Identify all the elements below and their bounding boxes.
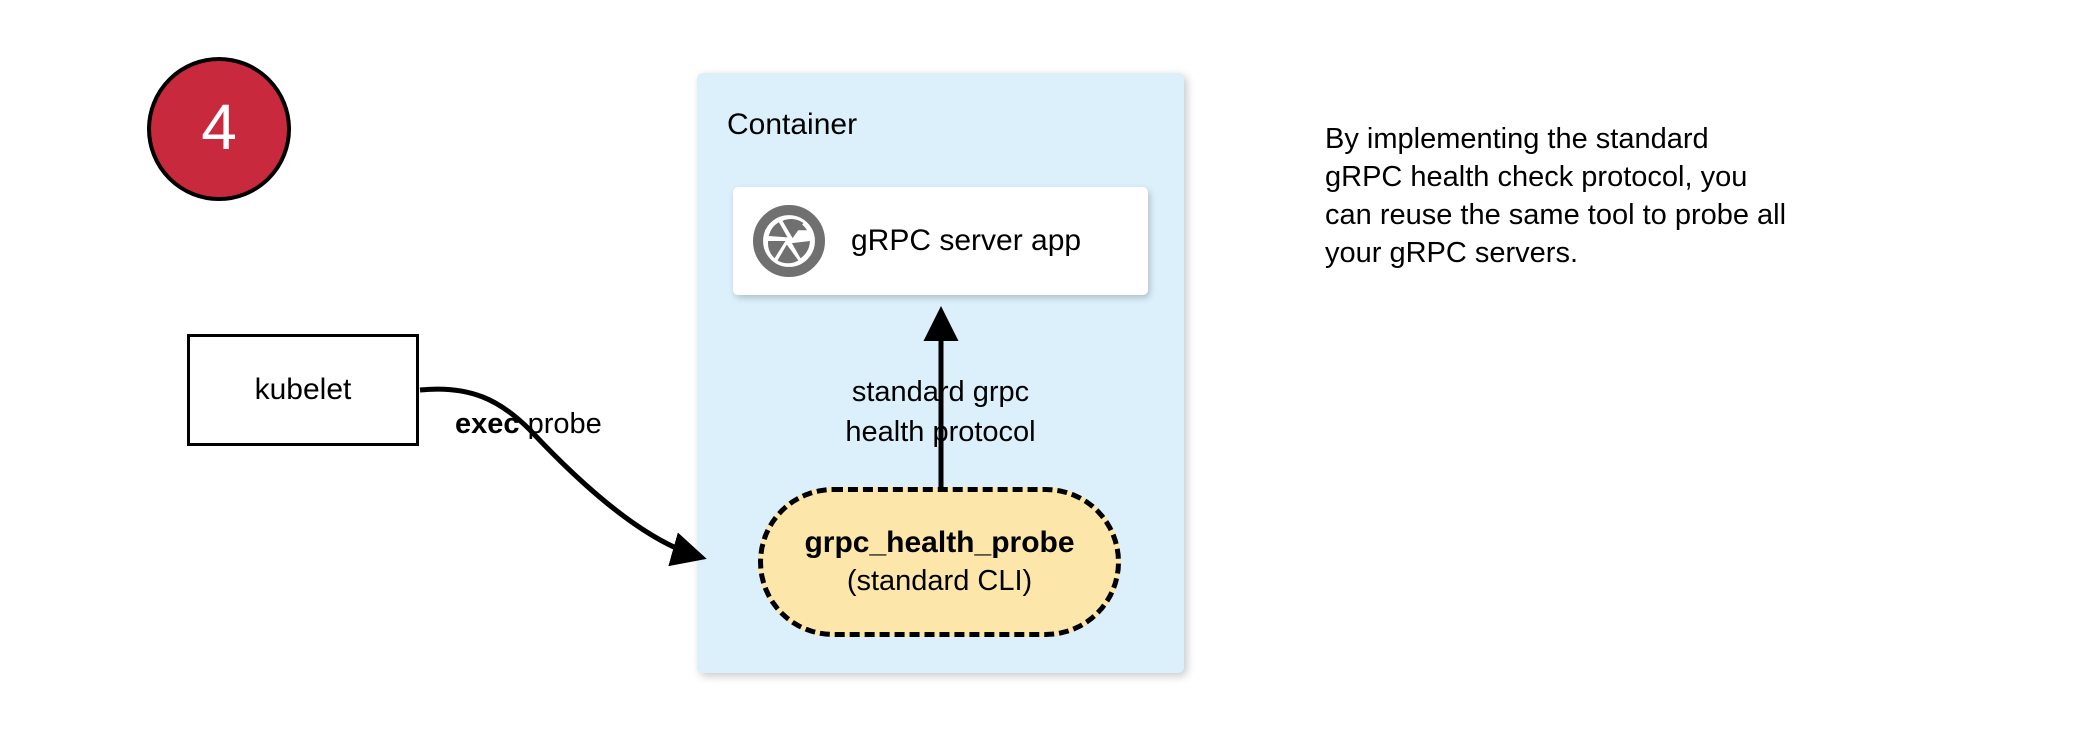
- health-protocol-edge-label: standard grpc health protocol: [697, 372, 1184, 452]
- grpc-health-probe-title: grpc_health_probe: [804, 526, 1075, 559]
- health-protocol-line-2: health protocol: [845, 416, 1036, 448]
- annotation-text: By implementing the standard gRPC health…: [1325, 120, 1925, 272]
- health-protocol-line-1: standard grpc: [851, 376, 1030, 408]
- grpc-server-app-card: gRPC server app: [733, 187, 1148, 295]
- annotation-line-3: can reuse the same tool to probe all: [1325, 199, 1787, 231]
- grpc-health-probe-node: grpc_health_probe (standard CLI): [758, 487, 1121, 637]
- annotation-line-1: By implementing the standard: [1325, 123, 1709, 155]
- kubelet-label: kubelet: [254, 373, 352, 406]
- exec-probe-keyword: exec: [455, 408, 520, 440]
- annotation-line-4: your gRPC servers.: [1325, 237, 1579, 269]
- step-number-badge: 4: [147, 57, 291, 201]
- grpc-aperture-icon: [753, 205, 825, 277]
- exec-probe-edge-label: exec probe: [455, 408, 602, 441]
- kubelet-node: kubelet: [187, 334, 419, 446]
- container-title-label: Container: [727, 108, 858, 141]
- grpc-server-app-label: gRPC server app: [851, 224, 1082, 257]
- grpc-health-probe-subtitle: (standard CLI): [846, 565, 1033, 597]
- annotation-line-2: gRPC health check protocol, you: [1325, 161, 1748, 193]
- step-number-label: 4: [201, 91, 237, 163]
- exec-probe-word: probe: [519, 408, 602, 440]
